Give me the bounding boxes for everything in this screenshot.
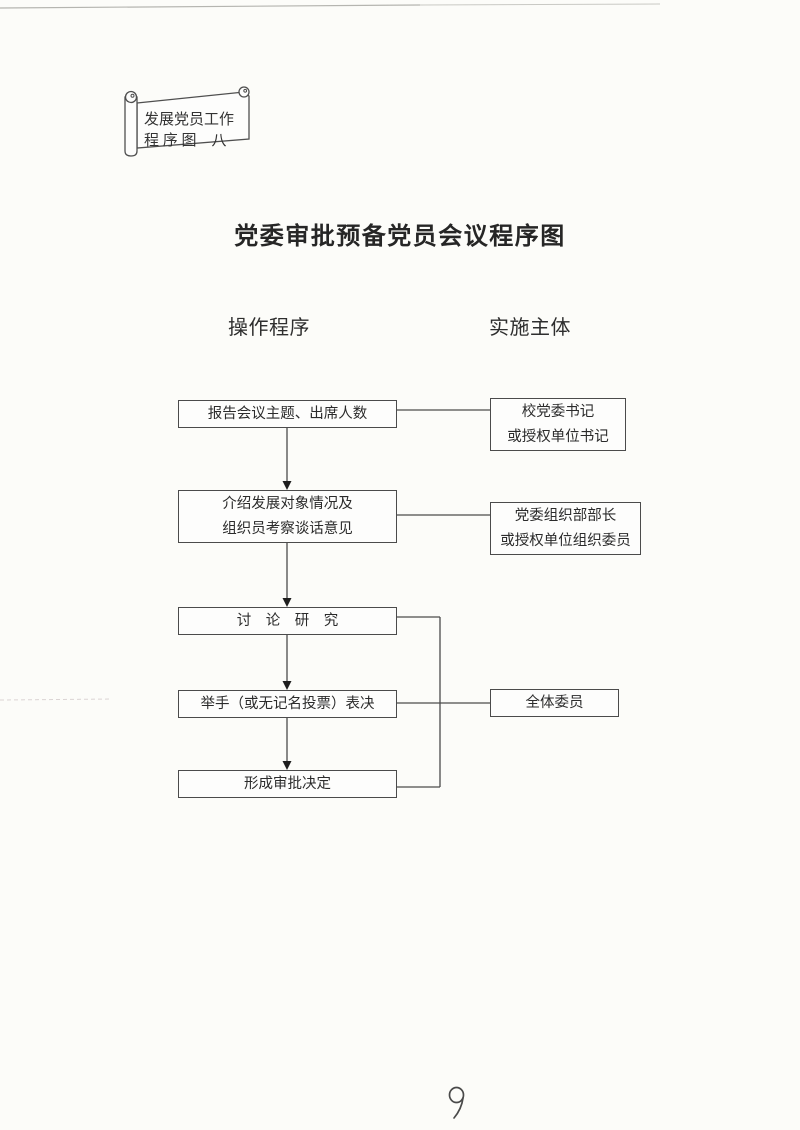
actor-box-secretary: 校党委书记 或授权单位书记	[490, 398, 626, 451]
actor-label: 或授权单位组织委员	[500, 532, 631, 549]
actor-box-all-members: 全体委员	[490, 689, 619, 717]
actor-label: 校党委书记	[521, 403, 595, 420]
flow-step-label: 介绍发展对象情况及	[222, 495, 353, 512]
flow-step-report: 报告会议主题、出席人数	[178, 400, 397, 428]
actor-label: 或授权单位书记	[507, 428, 609, 445]
banner-left-roll	[124, 96, 138, 157]
flow-step-discuss: 讨 论 研 究	[178, 607, 397, 635]
banner-line1: 发展党员工作	[144, 111, 234, 128]
banner-curl-right-inner	[243, 88, 248, 93]
banner-curl-left-inner	[130, 93, 135, 98]
flow-step-label: 组织员考察谈话意见	[222, 520, 353, 537]
column-header-operation: 操作程序	[228, 317, 310, 339]
flow-step-vote: 举手（或无记名投票）表决	[178, 690, 397, 718]
flow-step-label: 形成审批决定	[244, 775, 331, 792]
actor-label: 全体委员	[525, 694, 584, 711]
page-number	[448, 1086, 465, 1119]
flow-step-label: 举手（或无记名投票）表决	[200, 695, 375, 712]
connector-lines	[286, 409, 490, 788]
actor-box-org-minister: 党委组织部部长 或授权单位组织委员	[490, 502, 641, 555]
column-header-implementer: 实施主体	[489, 317, 571, 339]
flow-step-decision: 形成审批决定	[178, 770, 397, 798]
banner-line2: 程 序 图 八	[144, 132, 227, 149]
flow-step-label: 报告会议主题、出席人数	[207, 405, 368, 422]
actor-label: 党委组织部部长	[514, 507, 617, 524]
flow-step-introduce: 介绍发展对象情况及 组织员考察谈话意见	[178, 490, 397, 543]
scroll-banner: 发展党员工作 程 序 图 八	[124, 86, 250, 157]
flow-step-label: 讨 论 研 究	[236, 612, 339, 629]
page-title: 党委审批预备党员会议程序图	[234, 224, 566, 250]
